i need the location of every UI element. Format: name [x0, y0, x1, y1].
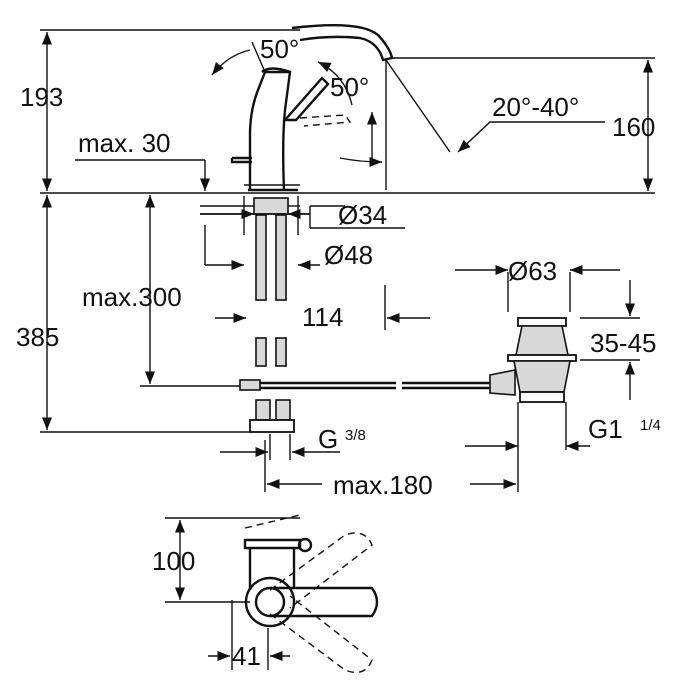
plan-view: 100 41 — [152, 514, 379, 674]
label-35-45: 35-45 — [590, 328, 657, 358]
label-dia-48: Ø48 — [324, 240, 373, 270]
label-max-180: max.180 — [333, 470, 433, 500]
waste-fitting — [489, 272, 640, 492]
dimension-dia-34: Ø34 — [200, 200, 405, 230]
label-angle-a: 50° — [260, 34, 299, 64]
label-193: 193 — [20, 82, 63, 112]
label-41: 41 — [232, 641, 261, 671]
label-160: 160 — [612, 112, 655, 142]
label-g1-fraction: 1/4 — [640, 417, 661, 434]
label-g1: G1 — [588, 414, 623, 444]
angle-50-upper: 50° — [211, 34, 299, 76]
reference-lines — [40, 29, 655, 433]
dimension-g1-1-4: G1 1/4 — [465, 414, 661, 452]
label-dia-34: Ø34 — [338, 200, 387, 230]
label-g: G — [318, 424, 338, 454]
dimension-385: 385 — [16, 195, 59, 430]
label-swivel: 20°-40° — [492, 92, 579, 122]
dimension-max-300: max.300 — [82, 195, 250, 387]
dimension-35-45: 35-45 — [590, 280, 657, 400]
label-max-300: max.300 — [82, 282, 182, 312]
dimension-160: 160 — [612, 59, 655, 191]
label-dia-63: Ø63 — [508, 256, 557, 286]
valve-assembly — [239, 379, 490, 460]
shank-assembly — [200, 196, 345, 367]
label-100: 100 — [152, 546, 195, 576]
dimension-114: 114 — [215, 285, 430, 332]
dimension-max-30: max. 30 — [75, 128, 211, 191]
label-114: 114 — [302, 302, 343, 332]
label-385: 385 — [16, 322, 59, 352]
faucet-body — [230, 24, 394, 192]
label-max-30: max. 30 — [78, 128, 171, 158]
dimension-193: 193 — [20, 32, 63, 191]
dimension-max-180: max.180 — [264, 440, 516, 500]
angle-50-lower: 50° — [317, 61, 369, 106]
label-angle-b: 50° — [330, 72, 369, 102]
dimension-dia-63: Ø63 — [455, 256, 620, 286]
dimension-g-3-8: G 3/8 — [220, 424, 366, 458]
dimension-dia-48: Ø48 — [204, 225, 373, 271]
label-g-fraction: 3/8 — [345, 427, 366, 444]
angle-swivel: 20°-40° — [339, 59, 605, 168]
